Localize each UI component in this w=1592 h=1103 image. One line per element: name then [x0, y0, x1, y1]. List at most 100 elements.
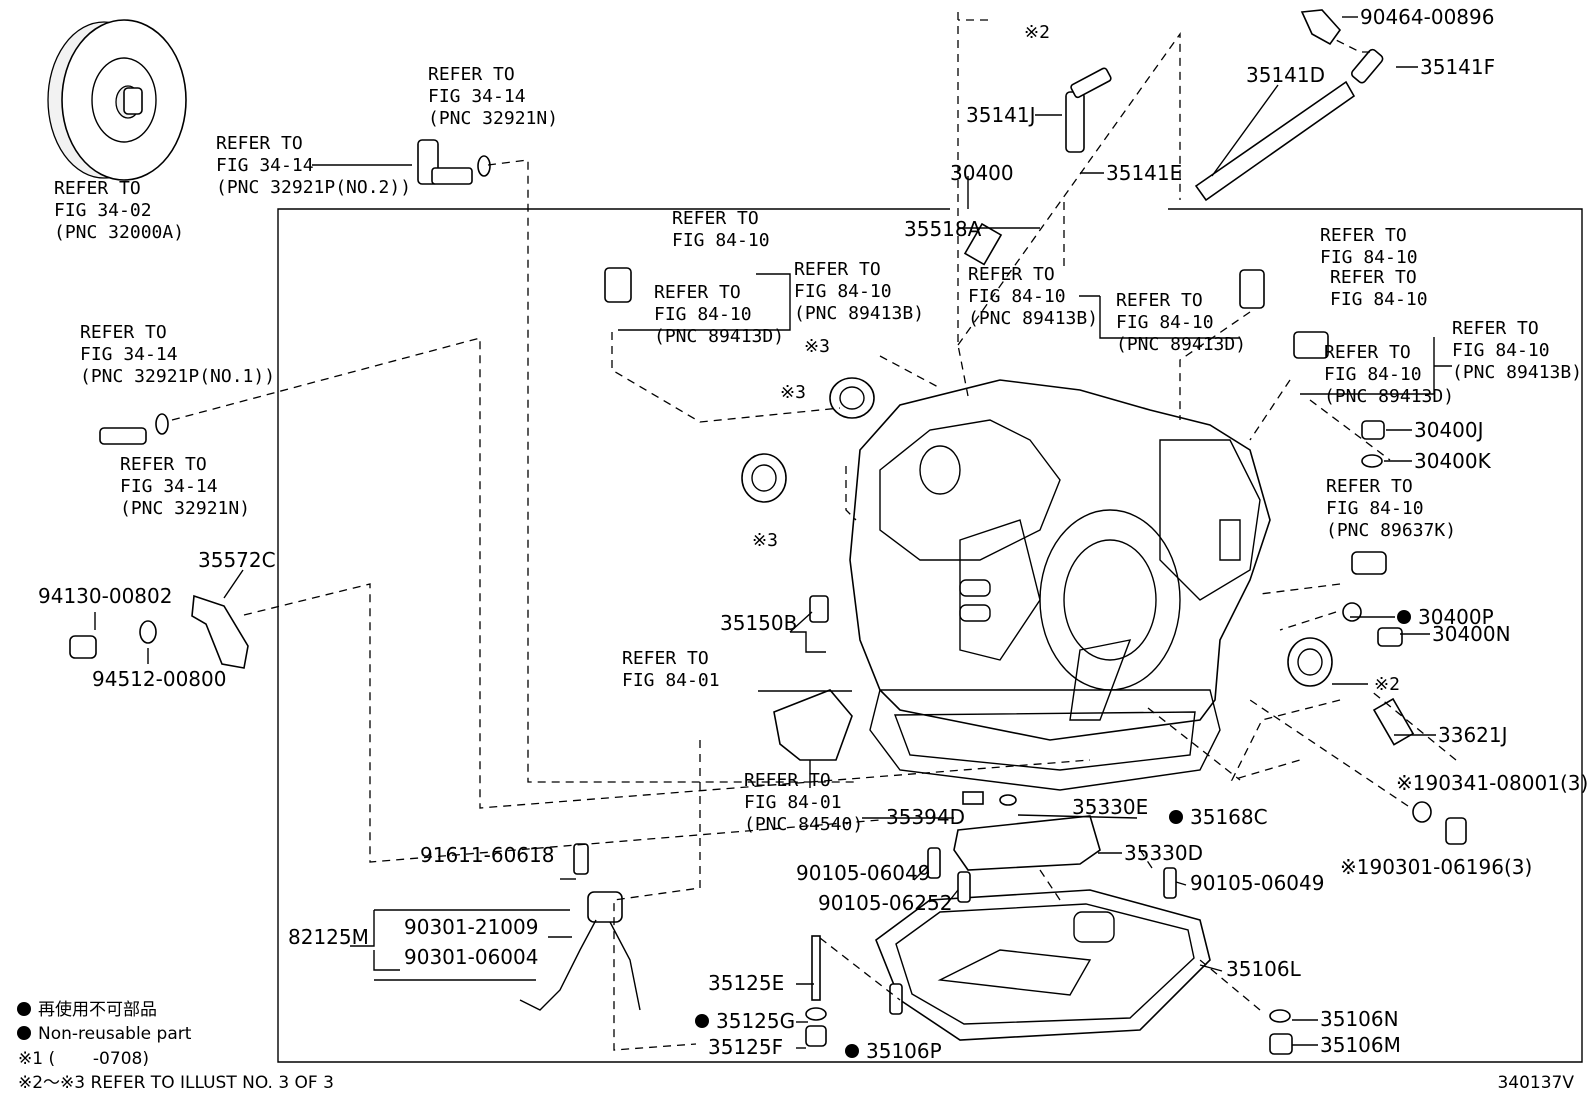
refer-label-line: FIG 84-10	[1330, 289, 1428, 310]
nut-94130-part	[69, 635, 97, 659]
refer-label-line: REFER TO	[120, 454, 207, 475]
plug-30400N-part	[1377, 627, 1403, 647]
refer-label-line: REFER TO	[794, 259, 881, 280]
speed-sensor-right2-part	[1293, 331, 1329, 359]
non-reusable-dot	[695, 1014, 709, 1028]
refer-label-line: (PNC 84540)	[744, 814, 863, 835]
non-reusable-dot	[1397, 610, 1411, 624]
refer-label-line: FIG 84-10	[1452, 340, 1550, 361]
part-number-label: 90464-00896	[1360, 5, 1494, 29]
bolt-90105a-part	[927, 847, 941, 879]
refer-label-line: REFER TO	[1326, 476, 1413, 497]
refer-label-line: (PNC 89413B)	[968, 308, 1098, 329]
part-number-label: 30400P	[1418, 605, 1494, 629]
plate-33621J-part	[1372, 697, 1415, 746]
refer-label-line: (PNC 32000A)	[54, 222, 184, 243]
part-number-label: 35518A	[904, 217, 982, 241]
part-number-label: ※190341-08001(3)	[1396, 771, 1588, 795]
refer-label-line: FIG 84-10	[794, 281, 892, 302]
gasket-35106N-part	[1269, 1009, 1291, 1023]
part-number-label: 35141D	[1246, 63, 1325, 87]
part-number-label: 35106L	[1226, 957, 1302, 981]
transaxle-case-part	[849, 379, 1271, 791]
refer-label-line: (PNC 32921N)	[428, 108, 558, 129]
gasket-190341-part	[1412, 801, 1432, 823]
torque-converter-part	[47, 19, 187, 181]
part-number-label: 90301-06004	[404, 945, 538, 969]
refer-label-line: (PNC 89413D)	[1324, 386, 1454, 407]
clip-part	[1300, 9, 1342, 46]
part-number-label: 35141F	[1420, 55, 1495, 79]
plug-35106M-part	[1269, 1033, 1293, 1055]
bolt-91611-part	[573, 843, 589, 875]
refer-label-line: REFER TO	[968, 264, 1055, 285]
refer-label-line: REFER TO	[1324, 342, 1411, 363]
speed-sensor-left-part	[604, 267, 632, 303]
part-number-label: 30400K	[1414, 449, 1492, 473]
assembly-frame	[277, 208, 1583, 1063]
oil-seal-left-part	[741, 453, 787, 503]
refer-label-line: (PNC 89637K)	[1326, 520, 1456, 541]
plug-30400J-part	[1361, 420, 1385, 440]
refer-label-line: (PNC 32921P(NO.1))	[80, 366, 275, 387]
gasket-30400P-part	[1342, 602, 1362, 622]
oil-strainer-part	[953, 815, 1101, 871]
wire-harness	[519, 919, 597, 1011]
legend-note2: ※2～※3 REFER TO ILLUST NO. 3 OF 3	[18, 1073, 334, 1093]
refer-label-line: REFER TO	[1330, 267, 1417, 288]
refer-label-line: REFER TO	[672, 208, 759, 229]
part-number-label: 35330D	[1124, 841, 1203, 865]
temp-sensor-part	[1351, 551, 1387, 575]
bracket-35572C-part	[191, 594, 249, 669]
non-reusable-dot	[845, 1044, 859, 1058]
part-number-label: 35106N	[1320, 1007, 1399, 1031]
legend: 再使用不可部品 Non-reusable part ※1 ( -0708) ※2…	[17, 999, 334, 1093]
part-number-label: 35106M	[1320, 1033, 1401, 1057]
legend-en: Non-reusable part	[38, 1024, 192, 1044]
refer-label-line: FIG 34-02	[54, 200, 152, 221]
part-number-label: ※3	[804, 336, 830, 357]
breather-plug-part	[1065, 67, 1112, 153]
diagram-code: 340137V	[1497, 1073, 1574, 1093]
union-part	[1350, 48, 1384, 84]
part-number-label: 90105-06049	[1190, 871, 1324, 895]
strainer-gasket-part	[962, 791, 984, 805]
legend-jp: 再使用不可部品	[38, 999, 157, 1020]
dashed-lines	[171, 12, 1457, 1051]
part-number-label: ※2	[1374, 674, 1400, 695]
refer-label-line: FIG 34-14	[80, 344, 178, 365]
speed-sensor-right-part	[1239, 269, 1265, 309]
refer-label-line: REFER TO	[654, 282, 741, 303]
part-number-label: 35394D	[886, 805, 965, 829]
refer-label-line: FIG 84-10	[654, 304, 752, 325]
part-number-label: ※2	[1024, 22, 1050, 43]
bolt-90105b-part	[957, 871, 971, 903]
solenoid-wire-part	[587, 891, 623, 923]
part-number-label: 94512-00800	[92, 667, 226, 691]
gasket-35125G-part	[805, 1007, 827, 1021]
bolt-pan-part	[889, 983, 903, 1015]
refer-label-line: REFER TO	[1116, 290, 1203, 311]
refer-label-line: FIG 84-01	[622, 670, 720, 691]
gasket-30400K-part	[1361, 454, 1383, 468]
refer-label-line: FIG 34-14	[216, 155, 314, 176]
refer-label-line: (PNC 89413D)	[654, 326, 784, 347]
refer-label-line: FIG 34-14	[120, 476, 218, 497]
refer-label-line: FIG 34-14	[428, 86, 526, 107]
plate-35518A-part	[963, 222, 1003, 266]
part-number-label: 35150B	[720, 611, 797, 635]
part-number-label: 90105-06252	[818, 891, 952, 915]
refer-label-line: REFER TO	[80, 322, 167, 343]
refer-label-line: REFER TO	[1320, 225, 1407, 246]
leader-lines	[94, 16, 1452, 1049]
legend-dot-2	[17, 1026, 31, 1040]
part-number-label: 35125F	[708, 1035, 783, 1059]
washer-94512-part	[139, 620, 157, 644]
cooler-union-upper-part	[417, 139, 491, 185]
oil-seal-right-part	[1287, 637, 1333, 687]
refer-label-line: FIG 84-10	[1326, 498, 1424, 519]
bolt-90105c-part	[1163, 867, 1177, 899]
oil-seal-upper-part	[829, 377, 875, 419]
